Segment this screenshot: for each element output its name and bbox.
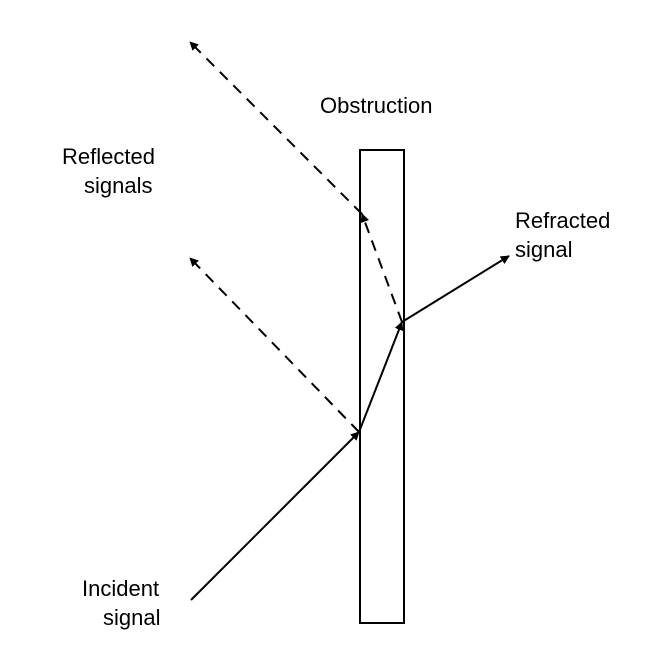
reflected-signals-label-line2: signals [84,173,152,198]
refracted-signal-ray [401,255,510,323]
reflected-signals-label-line1: Reflected [62,144,155,169]
reflected-signal-ray-upper [189,41,363,215]
obstruction-block [359,149,405,624]
obstruction-label: Obstruction [320,93,433,118]
incident-signal-label-line2: signal [103,605,160,630]
internal-refraction-ray [358,321,404,433]
incident-signal-ray [190,431,360,601]
refracted-signal-label-line1: Refracted [515,208,610,233]
reflected-signal-ray-lower [189,257,360,433]
refracted-signal-label-line2: signal [515,237,572,262]
internal-reflection-ray [360,213,403,323]
incident-signal-label-line1: Incident [82,576,159,601]
